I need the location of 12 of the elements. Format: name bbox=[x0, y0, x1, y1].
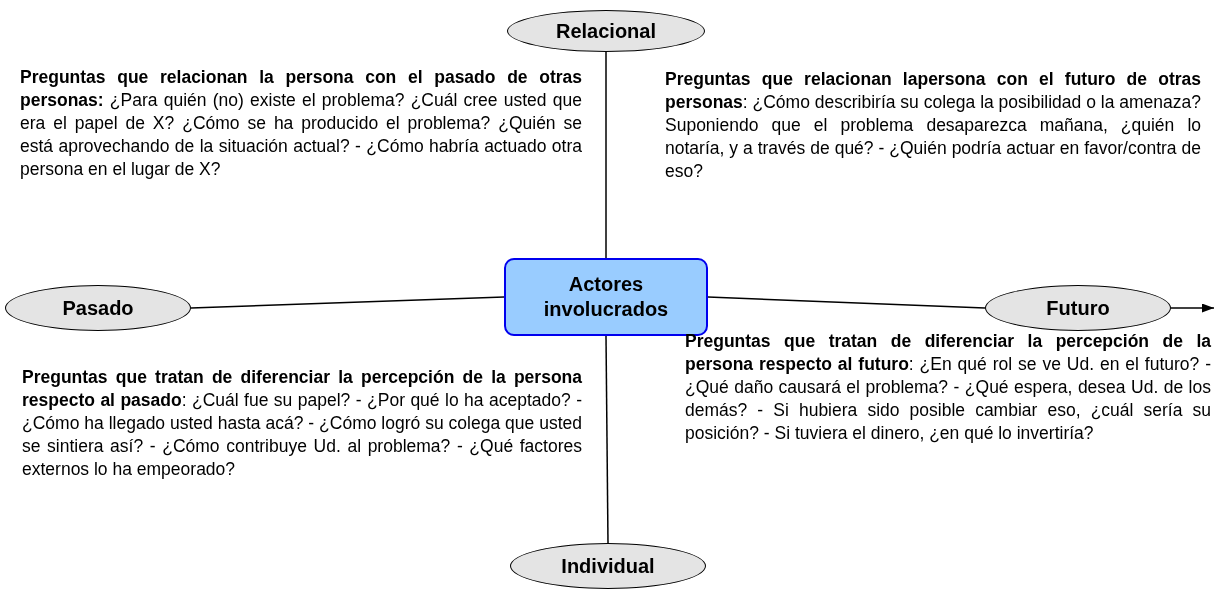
connector-line bbox=[190, 296, 505, 309]
question-paragraph: Preguntas que tratan de diferenciar la percepción de la persona respecto al pasado: ¿Cuál fue su papel? - ¿Por qué lo ha aceptado? - ¿Cómo ha llegado usted hasta acá? - ¿Cómo logró su colega que usted se sintiera así? - ¿Cómo contribuye Ud. al problema? - ¿Qué factores externos lo ha empeorado? bbox=[22, 366, 582, 482]
question-paragraph: Preguntas que relacionan la persona con el pasado de otras personas: ¿Para quién (no) existe el problema? ¿Cuál cree usted que era el papel de X? ¿Cómo se ha producido el problema? ¿Quién se está aprovechando de la situación actual? - ¿Cómo habría actuado otra persona en el lugar de X? bbox=[20, 66, 582, 182]
axis-ellipse: Individual bbox=[510, 543, 706, 589]
connector-line bbox=[605, 51, 607, 259]
question-paragraph: Preguntas que relacionan lapersona con el futuro de otras personas: ¿Cómo describiría su colega la posibilidad o la amenaza? Suponiendo que el problema desaparezca mañana, ¿quién lo notaría, y a través de qué? - ¿Quién podría actuar en favor/contra de eso? bbox=[665, 68, 1201, 184]
axis-ellipse: Futuro bbox=[985, 285, 1171, 331]
arrow bbox=[1170, 303, 1215, 313]
connector-line bbox=[605, 335, 609, 544]
connector-line bbox=[707, 296, 986, 309]
axis-ellipse: Pasado bbox=[5, 285, 191, 331]
axis-ellipse: Relacional bbox=[507, 10, 705, 52]
